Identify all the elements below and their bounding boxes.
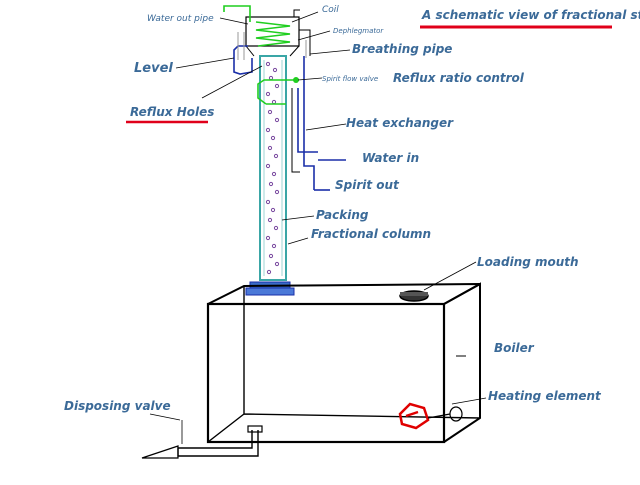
label-heating-element: Heating element bbox=[488, 389, 602, 403]
boiler bbox=[141, 282, 481, 459]
spirit-flow-valve bbox=[293, 77, 299, 83]
top-vent-pipe bbox=[293, 9, 300, 17]
water-out-pipe bbox=[223, 5, 251, 22]
label-heat-exchanger: Heat exchanger bbox=[346, 116, 454, 130]
heat-exchanger-inner bbox=[297, 88, 318, 153]
label-reflux-holes: Reflux Holes bbox=[130, 105, 214, 119]
loading-mouth-lid bbox=[400, 292, 428, 296]
drain-cap bbox=[247, 425, 263, 433]
label-water-out-pipe: Water out pipe bbox=[147, 14, 214, 24]
heating-element bbox=[398, 402, 430, 430]
column-base-plate bbox=[245, 287, 295, 296]
coil bbox=[255, 21, 291, 47]
reflux-line bbox=[257, 79, 296, 105]
heat-exchanger-tube bbox=[291, 88, 300, 173]
boiler-front bbox=[206, 302, 446, 444]
label-coil: Coil bbox=[322, 5, 339, 15]
leader-lines bbox=[149, 11, 487, 444]
disposing-valve bbox=[141, 445, 179, 459]
packing bbox=[265, 61, 280, 275]
label-level: Level bbox=[134, 61, 173, 76]
breathing-pipe bbox=[299, 29, 311, 56]
reflux-heat-exchanger bbox=[257, 56, 346, 190]
label-disposing-valve: Disposing valve bbox=[64, 399, 171, 413]
heat-exchanger-outer bbox=[303, 56, 315, 190]
label-spirit-out: Spirit out bbox=[335, 178, 400, 192]
dephlegmator-housing bbox=[245, 16, 300, 47]
label-loading-mouth: Loading mouth bbox=[477, 255, 579, 269]
label-fractional-column: Fractional column bbox=[311, 227, 431, 241]
label-spirit-flow-valve: Spirit flow valve bbox=[322, 75, 378, 83]
dephlegmator-assembly bbox=[223, 5, 311, 75]
diagram-title: A schematic view of fractional still. bbox=[421, 8, 640, 22]
boiler-back-edges bbox=[207, 286, 481, 443]
boiler-side bbox=[443, 282, 481, 443]
label-water-in: Water in bbox=[362, 151, 419, 165]
label-breathing-pipe: Breathing pipe bbox=[352, 42, 452, 56]
label-reflux-ratio-control: Reflux ratio control bbox=[393, 71, 525, 85]
fractional-column bbox=[245, 55, 295, 296]
column-body bbox=[259, 55, 287, 281]
dephlegmator-shoulder-left bbox=[245, 45, 255, 57]
heating-element-lead bbox=[427, 413, 451, 419]
dephlegmator-shoulder-right bbox=[289, 45, 300, 57]
heating-element-terminal bbox=[449, 406, 463, 422]
label-boiler: Boiler bbox=[494, 341, 535, 355]
label-packing: Packing bbox=[316, 208, 369, 222]
label-dephlegmator: Dephlegmator bbox=[333, 27, 384, 35]
